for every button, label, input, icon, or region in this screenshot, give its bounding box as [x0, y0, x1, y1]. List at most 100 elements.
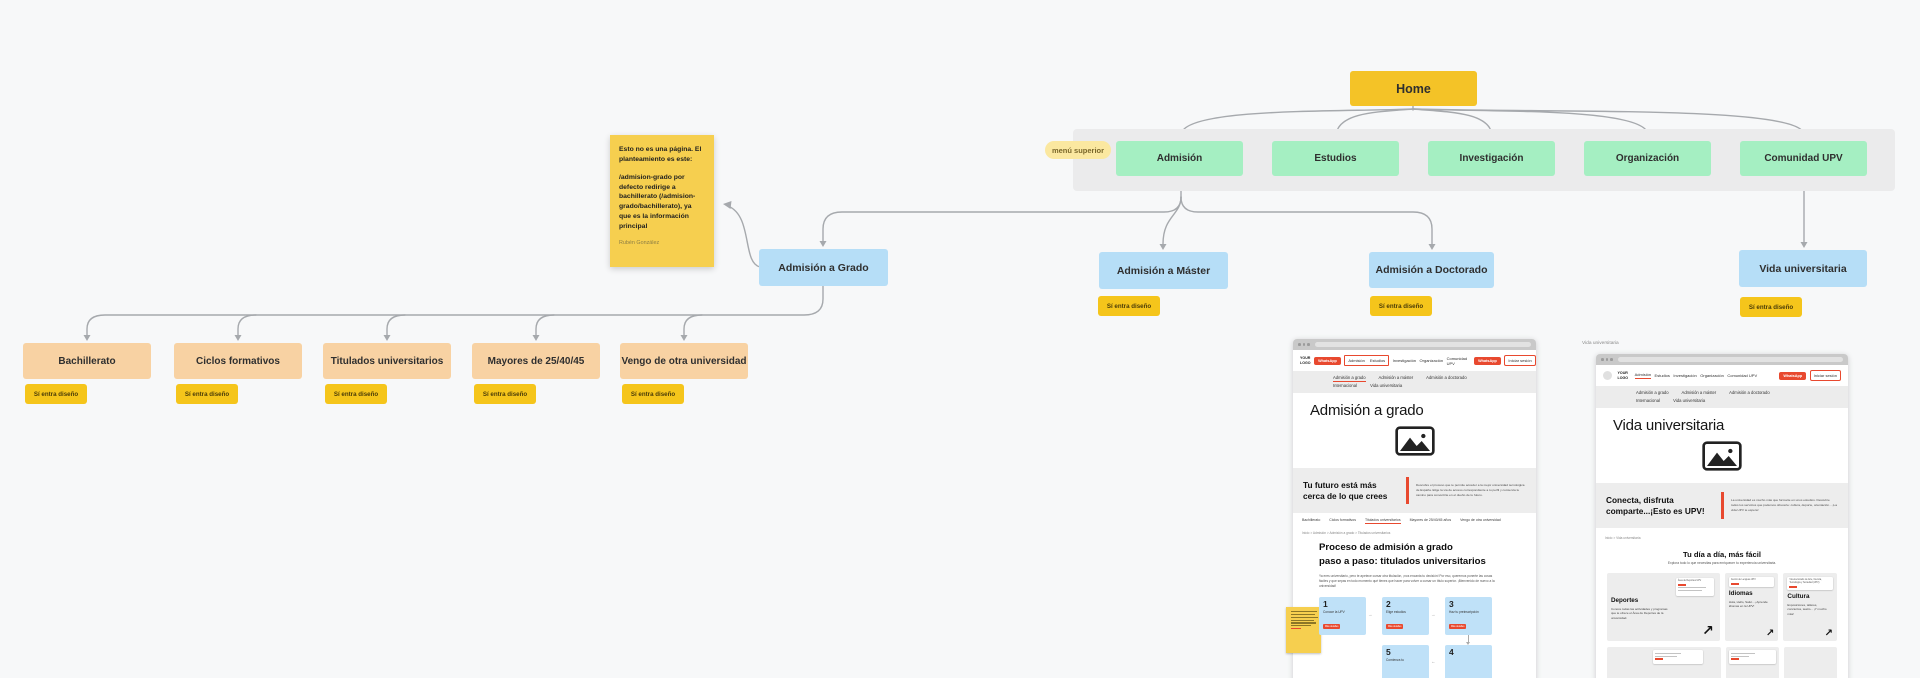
node-comunidad-upv[interactable]: Comunidad UPV: [1740, 141, 1867, 176]
node-organizacion[interactable]: Organización: [1584, 141, 1711, 176]
card-title: Deportes: [1611, 596, 1639, 604]
mini-card: Área de Deportes UPV: [1675, 577, 1714, 596]
mock-submenu: Admisión a grado Admisión a máster Admis…: [1596, 386, 1848, 408]
nav-highlight-box: Admisión Estudios: [1344, 355, 1390, 366]
card-text: Conoce todas las actividades y programas…: [1611, 606, 1668, 620]
menu-superior-label[interactable]: menú superior: [1045, 141, 1111, 159]
url-bar: [1314, 342, 1531, 347]
node-mayores[interactable]: Mayores de 25/40/45: [472, 343, 600, 379]
step-card-3: 3 Haz tu preinscripción Más detalles: [1445, 596, 1492, 635]
tag-si-entra-diseno[interactable]: Sí entra diseño: [1370, 296, 1432, 316]
node-admision-master[interactable]: Admisión a Máster: [1099, 252, 1228, 289]
mock-submenu: Admisión a grado Admisión a máster Admis…: [1293, 371, 1536, 393]
node-bachillerato[interactable]: Bachillerato: [23, 343, 151, 379]
step-badge: Más detalles: [1323, 623, 1341, 629]
node-estudios[interactable]: Estudios: [1272, 141, 1399, 176]
submenu-internacional: Internacional: [1636, 398, 1660, 403]
red-marker-icon: [1731, 657, 1740, 660]
mock-nav-organizacion: Organización: [1700, 373, 1724, 378]
service-cards: Área de Deportes UPV Deportes Conoce tod…: [1596, 572, 1848, 641]
login-button: Iniciar sesión: [1809, 370, 1841, 381]
node-otra-universidad[interactable]: Vengo de otra universidad: [620, 343, 748, 379]
mock-nav-estudios: Estudios: [1654, 373, 1670, 378]
window-dot-icon: [1302, 343, 1306, 346]
arrow-up-right-icon: ↗: [1702, 621, 1714, 638]
node-investigacion[interactable]: Investigación: [1428, 141, 1555, 176]
step-badge: Más detalles: [1386, 623, 1404, 629]
tab-mayores: Mayores de 25/40/45 años: [1409, 518, 1452, 522]
mini-card: Vicerrectorado de Arte, Ciencia, Tecnolo…: [1787, 576, 1833, 590]
card-partial: [1726, 646, 1780, 678]
browser-chrome: [1293, 339, 1536, 350]
whatsapp-button: WhatsApp: [1474, 356, 1501, 365]
submenu-admision-doctorado: Admisión a doctorado: [1426, 375, 1467, 380]
service-cards-row2: [1596, 646, 1848, 678]
node-home[interactable]: Home: [1350, 71, 1477, 106]
url-bar: [1617, 357, 1843, 362]
red-marker-icon: [1677, 583, 1686, 586]
annotation-note: [1286, 606, 1321, 653]
tag-si-entra-diseno[interactable]: Sí entra diseño: [474, 384, 536, 404]
node-admision-doctorado[interactable]: Admisión a Doctorado: [1369, 252, 1494, 288]
tab-otra-universidad: Vengo de otra universidad: [1460, 518, 1501, 522]
submenu-admision-doctorado: Admisión a doctorado: [1729, 390, 1770, 395]
node-ciclos-formativos[interactable]: Ciclos formativos: [174, 343, 302, 379]
mock-tabs: Bachillerato Ciclos formativos Titulados…: [1293, 513, 1536, 528]
window-dot-icon: [1298, 343, 1301, 346]
hero-text: La universidad es mucho más que formarte…: [1731, 498, 1837, 512]
tag-si-entra-diseno[interactable]: Sí entra diseño: [1098, 296, 1160, 316]
mock-section: Proceso de admisión a grado paso a paso:…: [1293, 541, 1536, 589]
section-body: Ya eres universitario, pero te apetece c…: [1319, 573, 1495, 588]
mock-hero: Conecta, disfruta comparte...¡Esto es UP…: [1596, 483, 1848, 528]
submenu-vida-universitaria: Vida universitaria: [1673, 398, 1706, 403]
tag-si-entra-diseno[interactable]: Sí entra diseño: [622, 384, 684, 404]
image-placeholder-icon: [1702, 441, 1742, 471]
window-dot-icon: [1610, 358, 1613, 361]
section-title-line2: paso a paso: titulados universitarios: [1319, 556, 1486, 568]
card-text: Hola, Hello, Salut... ¡Aprende idiomas e…: [1728, 599, 1768, 609]
tag-si-entra-diseno[interactable]: Sí entra diseño: [176, 384, 238, 404]
mock-page-title: Vida universitaria: [1613, 417, 1725, 434]
arrow-left-icon: ←: [1431, 658, 1436, 664]
step-badge: Más detalles: [1449, 623, 1467, 629]
tag-si-entra-diseno[interactable]: Sí entra diseño: [1740, 297, 1802, 317]
mock-nav-investigacion: Investigación: [1673, 373, 1697, 378]
mini-card: [1729, 649, 1777, 664]
mock-section-header: Tu día a día, más fácil Explora todo lo …: [1596, 550, 1848, 566]
arrow-right-icon: →: [1368, 611, 1373, 617]
submenu-admision-master: Admisión a máster: [1378, 375, 1414, 380]
image-placeholder-icon: [1394, 426, 1435, 456]
card-text: Exposiciones, talleres, conciertos, teat…: [1787, 602, 1827, 616]
frame-label[interactable]: Vida universitaria: [1582, 341, 1619, 346]
mock-nav-investigacion: Investigación: [1392, 358, 1417, 363]
mock-nav-admision: Admisión: [1634, 372, 1652, 379]
mock-hero: Tu futuro está más cerca de lo que crees…: [1293, 468, 1536, 513]
tag-si-entra-diseno[interactable]: Sí entra diseño: [25, 384, 87, 404]
node-admision[interactable]: Admisión: [1116, 141, 1243, 176]
node-admision-grado[interactable]: Admisión a Grado: [759, 249, 888, 286]
arrow-up-right-icon: ↗: [1824, 627, 1833, 639]
tag-si-entra-diseno[interactable]: Sí entra diseño: [325, 384, 387, 404]
step-card-4: 4: [1445, 644, 1492, 678]
sticky-note-text-1: Esto no es una página. El planteamiento …: [619, 146, 702, 163]
section-title-line1: Proceso de admisión a grado: [1319, 542, 1453, 553]
mock-nav-estudios: Estudios: [1369, 358, 1386, 363]
section-subtitle: Explora todo lo que necesitas para enriq…: [1667, 561, 1777, 565]
accent-bar: [1406, 477, 1409, 504]
window-dot-icon: [1605, 358, 1609, 361]
breadcrumb: Inicio > Vida universitaria: [1605, 536, 1641, 540]
tab-bachillerato: Bachillerato: [1302, 518, 1321, 522]
mock-nav-comunidad: Comunidad UPV: [1446, 355, 1468, 366]
red-marker-icon: [1789, 585, 1798, 588]
logo-circle: [1603, 371, 1612, 380]
sticky-note[interactable]: Esto no es una página. El planteamiento …: [610, 135, 714, 267]
node-titulados-universitarios[interactable]: Titulados universitarios: [323, 343, 451, 379]
whatsapp-button: WhatsApp: [1779, 371, 1807, 380]
hero-title: Tu futuro está más cerca de lo que crees: [1303, 479, 1388, 501]
node-vida-universitaria[interactable]: Vida universitaria: [1739, 250, 1867, 287]
mock-nav-comunidad: Comunidad UPV: [1727, 373, 1758, 378]
accent-bar: [1721, 492, 1724, 519]
